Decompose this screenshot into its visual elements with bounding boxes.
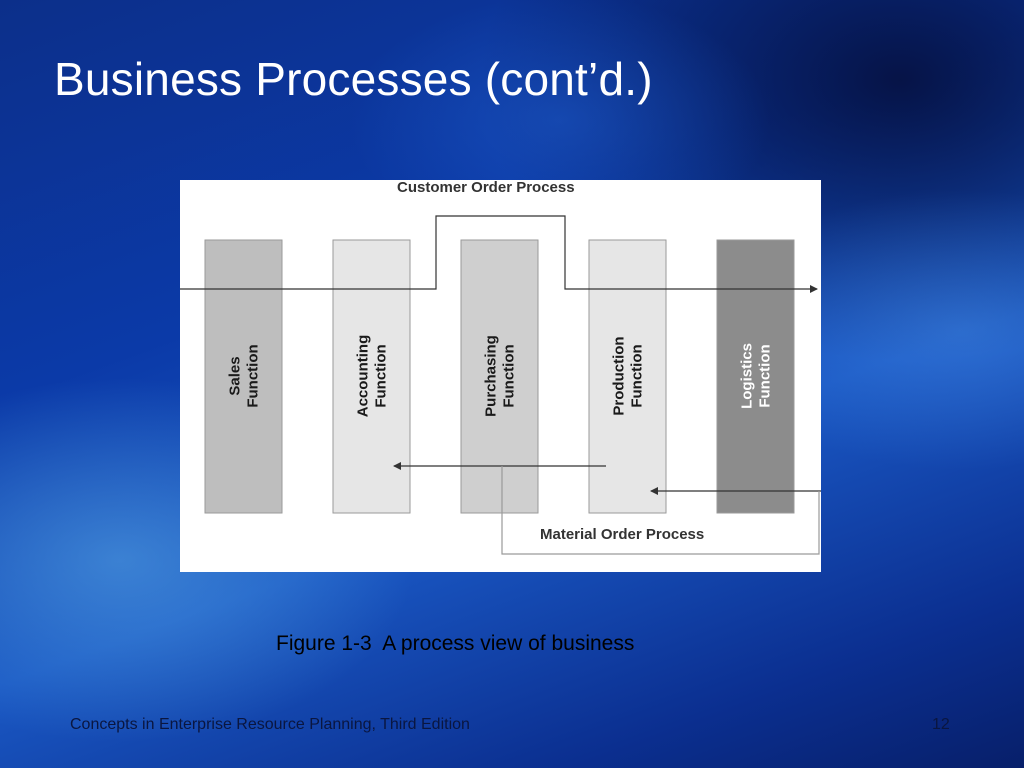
function-columns — [204, 239, 795, 514]
process-diagram: Sales Function Accounting Function Purch… — [180, 180, 821, 572]
slide-title: Business Processes (cont’d.) — [54, 53, 653, 105]
accounting-function-label-line1: Accounting — [355, 335, 372, 418]
customer-order-process-label: Customer Order Process — [397, 180, 575, 196]
logistics-function-label-line2: Function — [757, 344, 774, 407]
purchasing-function-label-line2: Function — [501, 344, 518, 407]
production-function-label-line2: Function — [629, 344, 646, 407]
material-order-process-box — [501, 466, 820, 555]
sales-function-label-line2: Function — [245, 344, 262, 407]
production-function-label-line1: Production — [611, 336, 628, 415]
page-number: 12 — [932, 716, 950, 733]
process-diagram-svg: Sales Function Accounting Function Purch… — [180, 180, 821, 555]
logistics-function-label-line1: Logistics — [739, 343, 756, 409]
purchasing-function-label-line1: Purchasing — [483, 335, 500, 417]
logistics-function-box — [716, 239, 795, 514]
footer-text: Concepts in Enterprise Resource Planning… — [70, 716, 470, 733]
customer-order-process-arrow — [180, 215, 818, 293]
accounting-function-box — [332, 239, 411, 514]
sales-function-label-line1: Sales — [227, 356, 244, 395]
material-order-process-label: Material Order Process — [540, 526, 704, 543]
figure-caption: Figure 1-3 A process view of business — [276, 632, 635, 655]
accounting-function-label-line2: Function — [373, 344, 390, 407]
function-labels: Sales Function Accounting Function Purch… — [227, 335, 774, 418]
sales-function-box — [204, 239, 283, 514]
production-function-box — [588, 239, 667, 514]
purchasing-function-box — [460, 239, 539, 514]
